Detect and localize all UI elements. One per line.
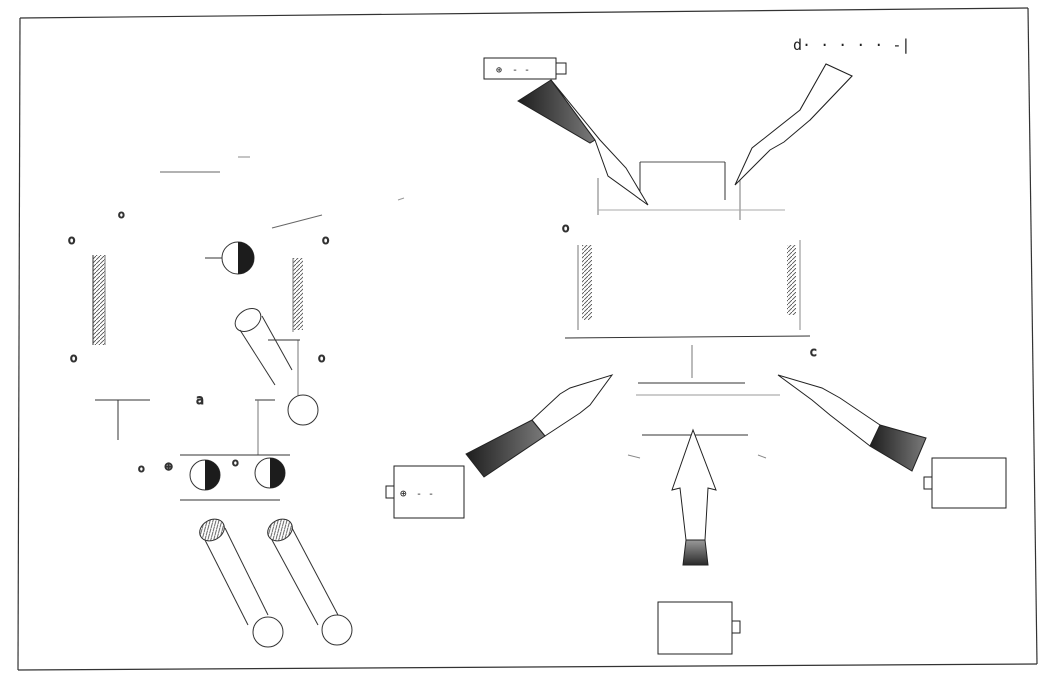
battery-left-minus: - - — [416, 489, 434, 500]
lower-lamp-right-icon: o — [232, 456, 286, 489]
left-hatched-panel: o o o — [68, 208, 126, 366]
corner-label: d· · · · · -| — [793, 36, 910, 54]
battery-top-plus: ⊕ — [496, 65, 502, 76]
left-apparatus: o o o o o a — [68, 156, 405, 648]
battery-top: ⊕ - - — [483, 57, 567, 80]
arrow-bottom-left — [465, 374, 614, 478]
svg-text:c: c — [810, 345, 817, 359]
svg-text:o: o — [68, 233, 75, 247]
svg-text:⊕: ⊕ — [164, 460, 173, 473]
corner-label-group: d· · · · · -| — [793, 36, 910, 54]
lower-tube-left — [199, 518, 284, 648]
battery-left-plus: ⊕ — [400, 487, 407, 500]
battery-left: ⊕ - - — [385, 465, 465, 519]
svg-text:o: o — [322, 233, 329, 247]
lower-lamp-left-icon: o ⊕ — [138, 459, 221, 491]
svg-text:o: o — [118, 208, 125, 221]
arrow-top-right — [734, 63, 853, 186]
svg-text:o: o — [70, 351, 77, 365]
right-hatched-panel: o o — [292, 233, 330, 366]
battery-bottom — [657, 601, 741, 655]
arrow-bottom-right — [777, 374, 927, 472]
battery-right — [923, 457, 1007, 509]
arrow-bottom — [671, 428, 717, 566]
svg-text:o: o — [562, 221, 569, 235]
central-chamber: o c — [562, 161, 817, 459]
arrow-top-left — [517, 79, 649, 206]
top-lamp-icon — [205, 241, 255, 275]
lower-tube-right — [267, 518, 353, 646]
left-panel-label: a — [196, 393, 204, 408]
svg-text:o: o — [318, 351, 325, 365]
svg-text:o: o — [232, 456, 239, 469]
outer-frame — [17, 7, 1038, 671]
svg-text:o: o — [138, 462, 145, 475]
upper-tube — [234, 308, 319, 426]
battery-top-minus: - - — [512, 65, 530, 76]
